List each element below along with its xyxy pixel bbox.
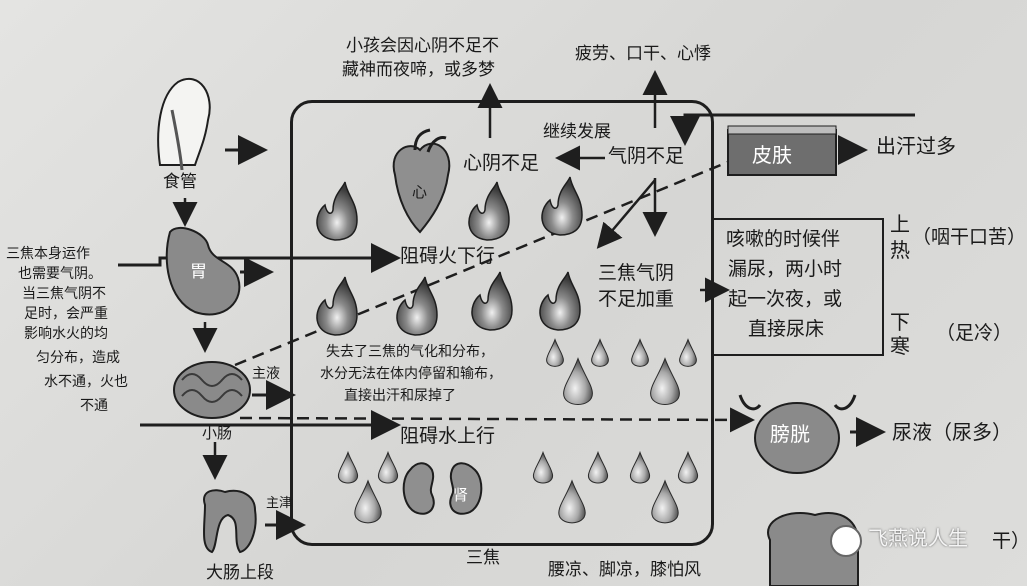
water-drop-icon bbox=[591, 338, 609, 367]
water-drop-icon bbox=[650, 357, 680, 405]
lower-cold-char2: 寒 bbox=[890, 334, 910, 358]
cough-box bbox=[712, 218, 884, 356]
water-drop-icon bbox=[631, 338, 649, 367]
flame-icons bbox=[316, 176, 583, 336]
small-intestine-shape bbox=[173, 361, 251, 419]
skin-feedback-line bbox=[670, 113, 915, 146]
esophagus-label: 食管 bbox=[163, 172, 197, 192]
small-intestine-label: 小肠 bbox=[202, 424, 233, 442]
sweat-label: 出汗过多 bbox=[876, 134, 956, 158]
water-block-label: 阻碍水上行 bbox=[400, 425, 496, 447]
qi-yin-label: 气阴不足 bbox=[608, 145, 685, 167]
lost-function-line1: 失去了三焦的气化和分布， bbox=[326, 344, 494, 360]
water-drop-icon bbox=[337, 450, 359, 484]
water-drop-icon bbox=[354, 479, 382, 524]
water-drop-icon bbox=[677, 450, 699, 484]
water-drop-icon bbox=[629, 450, 651, 484]
fire-block-line bbox=[118, 243, 401, 273]
large-intestine-label: 大肠上段 bbox=[206, 563, 274, 583]
water-drop-icon bbox=[532, 450, 554, 484]
water-drop-icon bbox=[679, 338, 697, 367]
flame-icon bbox=[396, 276, 438, 336]
lower-cold-char1: 下 bbox=[890, 310, 910, 334]
head-silhouette bbox=[157, 78, 211, 171]
heart-yin-label: 心阴不足 bbox=[463, 152, 540, 174]
water-drop-icon bbox=[651, 479, 679, 524]
cough-line4: 直接尿床 bbox=[748, 318, 825, 340]
stomach-label: 胃 bbox=[190, 262, 207, 282]
water-drop-icon bbox=[558, 479, 586, 524]
top-note-line1: 小孩会因心阴不足不 bbox=[346, 36, 499, 56]
water-drop-icon bbox=[546, 338, 564, 367]
lower-cold-note: （足冷） bbox=[936, 322, 1013, 344]
sanjiao-label: 三焦 bbox=[466, 548, 500, 568]
upper-heat-char1: 上 bbox=[890, 212, 910, 236]
top-right-note: 疲劳、口干、心悸 bbox=[575, 44, 711, 64]
heart-label: 心 bbox=[412, 183, 428, 201]
chat-icon bbox=[830, 525, 862, 557]
stomach-shape bbox=[165, 226, 241, 316]
cough-line1: 咳嗽的时候伴 bbox=[726, 228, 841, 250]
water-drop-icons bbox=[337, 338, 699, 524]
qi-diag-arrow bbox=[596, 179, 656, 249]
water-drop-icon bbox=[587, 450, 609, 484]
skin-block bbox=[727, 125, 837, 176]
urine-label: 尿液（尿多） bbox=[892, 420, 1012, 444]
cough-line3: 起一次夜，或 bbox=[728, 288, 843, 310]
bottom-note: 腰凉、脚凉，膝怕风 bbox=[548, 560, 701, 580]
upper-heat-char2: 热 bbox=[890, 238, 910, 262]
lost-function-line3: 直接出汗和尿掉了 bbox=[344, 388, 456, 404]
heart-shape bbox=[392, 128, 451, 234]
flame-icon bbox=[316, 276, 358, 336]
dashed-to-bladder bbox=[239, 407, 755, 433]
top-note-line2: 藏神而夜啼，或多梦 bbox=[342, 60, 495, 80]
triple-burner-line1: 三焦气阴 bbox=[598, 262, 675, 284]
small-intestine-output-label: 主液 bbox=[252, 366, 280, 382]
kidney-shapes bbox=[402, 462, 483, 515]
bladder-shape bbox=[738, 394, 857, 474]
flame-icon bbox=[316, 181, 358, 241]
water-drop-icon bbox=[563, 357, 593, 405]
fire-block-label: 阻碍火下行 bbox=[400, 245, 496, 267]
watermark-text: 飞燕说人生 bbox=[868, 526, 968, 550]
bladder-label: 膀胱 bbox=[770, 422, 810, 446]
cut-label: 干） bbox=[992, 530, 1027, 552]
continue-label: 继续发展 bbox=[543, 122, 611, 142]
water-drop-icon bbox=[377, 450, 399, 484]
flame-icon bbox=[541, 176, 583, 236]
triple-burner-line2: 不足加重 bbox=[598, 288, 675, 310]
kidney-label: 肾 bbox=[453, 486, 469, 504]
dashed-to-skin bbox=[234, 153, 746, 367]
flame-icon bbox=[471, 271, 513, 331]
lost-function-line2: 水分无法在体内停留和输布， bbox=[320, 366, 502, 382]
large-intestine-output-label: 主津 bbox=[266, 496, 293, 511]
flame-icon bbox=[539, 271, 581, 331]
upper-heat-note: （咽干口苦） bbox=[912, 226, 1027, 248]
flame-icon bbox=[468, 181, 510, 241]
large-intestine-shape bbox=[203, 489, 257, 554]
cough-line2: 漏尿，两小时 bbox=[728, 258, 843, 280]
skin-label: 皮肤 bbox=[752, 143, 792, 167]
